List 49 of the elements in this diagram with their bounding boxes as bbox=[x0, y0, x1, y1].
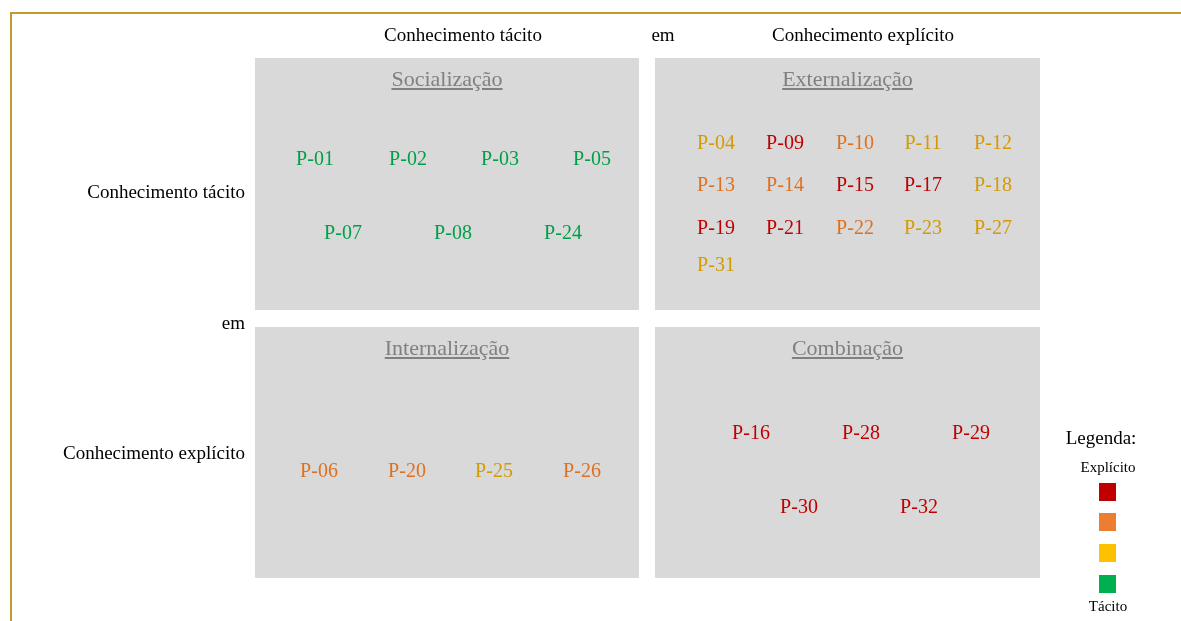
legend-label: Tácito bbox=[1088, 597, 1128, 615]
code-label: P-14 bbox=[766, 172, 804, 196]
code-label: P-02 bbox=[389, 146, 427, 170]
code-label: P-23 bbox=[904, 215, 942, 239]
code-label: P-27 bbox=[974, 215, 1012, 239]
code-label: P-10 bbox=[836, 130, 874, 154]
axis-label: em bbox=[651, 24, 675, 46]
code-label: P-29 bbox=[952, 420, 990, 444]
code-label: P-16 bbox=[732, 420, 770, 444]
code-label: P-18 bbox=[974, 172, 1012, 196]
code-label: P-24 bbox=[544, 220, 582, 244]
code-label: P-22 bbox=[836, 215, 874, 239]
code-label: P-03 bbox=[481, 146, 519, 170]
quadrant-title: Internalização bbox=[384, 335, 510, 360]
code-label: P-07 bbox=[324, 220, 362, 244]
code-label: P-30 bbox=[780, 494, 818, 518]
code-label: P-19 bbox=[697, 215, 735, 239]
quadrant-title: Socialização bbox=[391, 66, 503, 91]
quadrant-panel bbox=[655, 327, 1040, 578]
code-label: P-25 bbox=[475, 458, 513, 482]
legend-title: Legenda: bbox=[1065, 427, 1137, 449]
axis-label: Conhecimento tácito bbox=[384, 24, 542, 46]
code-label: P-11 bbox=[904, 130, 942, 154]
code-label: P-17 bbox=[904, 172, 942, 196]
code-label: P-26 bbox=[563, 458, 601, 482]
axis-label: Conhecimento tácito bbox=[87, 181, 245, 203]
code-label: P-15 bbox=[836, 172, 874, 196]
axis-label: Conhecimento explícito bbox=[772, 24, 954, 46]
quadrant-title: Combinação bbox=[791, 335, 904, 360]
code-label: P-28 bbox=[842, 420, 880, 444]
code-label: P-09 bbox=[766, 130, 804, 154]
code-label: P-04 bbox=[697, 130, 735, 154]
code-label: P-01 bbox=[296, 146, 334, 170]
quadrant-panel bbox=[255, 58, 639, 310]
code-label: P-20 bbox=[388, 458, 426, 482]
code-label: P-08 bbox=[434, 220, 472, 244]
code-label: P-32 bbox=[900, 494, 938, 518]
code-label: P-12 bbox=[974, 130, 1012, 154]
quadrant-panel bbox=[255, 327, 639, 578]
code-label: P-31 bbox=[697, 252, 735, 276]
code-label: P-13 bbox=[697, 172, 735, 196]
legend-label: Explícito bbox=[1080, 458, 1136, 476]
quadrant-panel bbox=[655, 58, 1040, 310]
quadrant-title: Externalização bbox=[782, 66, 913, 91]
axis-label: Conhecimento explícito bbox=[62, 442, 245, 464]
code-label: P-21 bbox=[766, 215, 804, 239]
axis-label: em bbox=[221, 312, 245, 334]
code-label: P-05 bbox=[573, 146, 611, 170]
code-label: P-06 bbox=[300, 458, 338, 482]
